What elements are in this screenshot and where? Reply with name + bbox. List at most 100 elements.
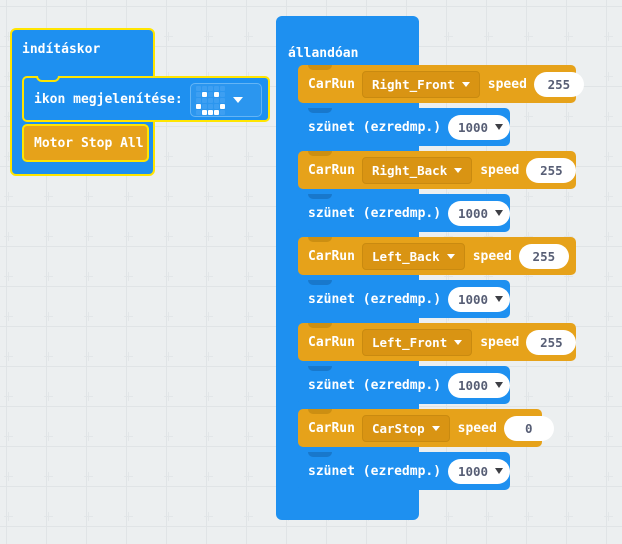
direction-dropdown[interactable]: Right_Front [361, 70, 480, 98]
chevron-down-icon[interactable] [495, 124, 504, 130]
motor-stop-all-block[interactable]: Motor Stop All [22, 124, 149, 162]
direction-dropdown[interactable]: CarStop [361, 414, 450, 442]
led-off [208, 97, 213, 103]
grid-cross-mark [604, 436, 613, 437]
pause-duration-dropdown[interactable]: 1000 [448, 458, 510, 484]
grid-cross-mark [604, 36, 613, 37]
led-matrix-field[interactable] [190, 83, 262, 117]
chevron-down-icon[interactable] [454, 167, 463, 173]
speed-input[interactable]: 255 [518, 243, 569, 269]
grid-cross-mark [128, 192, 129, 201]
grid-cross-mark [168, 232, 169, 241]
grid-cross-mark [8, 472, 9, 481]
grid-cross-mark [208, 512, 209, 521]
pause-block[interactable]: szünet (ezredmp.)1000 [298, 366, 510, 404]
led-off [214, 97, 219, 103]
chevron-down-icon[interactable] [431, 425, 440, 431]
grid-cross-mark [608, 352, 609, 361]
chevron-down-icon[interactable] [446, 253, 455, 259]
grid-cross-mark [448, 32, 449, 41]
grid-cross-mark [84, 356, 93, 357]
led-off [220, 97, 225, 103]
carrun-label: CarRun [308, 334, 355, 350]
grid-cross-mark [84, 196, 93, 197]
chevron-down-icon[interactable] [495, 382, 504, 388]
speed-input[interactable]: 255 [526, 329, 577, 355]
grid-cross-mark [568, 392, 569, 401]
grid-cross-mark [208, 352, 209, 361]
led-off [202, 97, 207, 103]
grid-cross-mark [124, 356, 133, 357]
grid-cross-mark [48, 472, 49, 481]
speed-input[interactable]: 255 [533, 71, 584, 97]
led-off [196, 91, 201, 97]
motor-stop-all-label: Motor Stop All [34, 135, 144, 151]
grid-cross-mark [444, 36, 453, 37]
grid-cross-mark [608, 272, 609, 281]
grid-cross-mark [124, 476, 133, 477]
led-on [214, 109, 219, 115]
led-off [196, 97, 201, 103]
grid-cross-mark [208, 312, 209, 321]
direction-dropdown[interactable]: Right_Back [361, 156, 473, 184]
grid-cross-mark [208, 432, 209, 441]
pause-duration-dropdown[interactable]: 1000 [448, 372, 510, 398]
direction-value: Right_Front [371, 76, 455, 92]
speed-input[interactable]: 0 [503, 415, 554, 441]
led-off [220, 85, 225, 91]
grid-cross-mark [168, 472, 169, 481]
grid-cross-mark [8, 312, 9, 321]
forever-label: állandóan [288, 46, 359, 61]
grid-cross-mark [168, 312, 169, 321]
pause-duration-dropdown[interactable]: 1000 [448, 114, 510, 140]
grid-cross-mark [608, 312, 609, 321]
pause-duration-value: 1000 [457, 119, 489, 135]
pause-duration-dropdown[interactable]: 1000 [448, 286, 510, 312]
direction-dropdown[interactable]: Left_Back [361, 242, 465, 270]
grid-cross-mark [608, 232, 609, 241]
led-on [202, 109, 207, 115]
grid-cross-mark [524, 116, 533, 117]
grid-cross-mark [8, 72, 9, 81]
pause-block[interactable]: szünet (ezredmp.)1000 [298, 452, 510, 490]
pause-block[interactable]: szünet (ezredmp.) 1000 [298, 194, 510, 232]
pause-block[interactable]: szünet (ezredmp.)1000 [298, 280, 510, 318]
pause-label: szünet (ezredmp.) [308, 205, 442, 221]
grid-cross-mark [524, 196, 533, 197]
chevron-down-icon[interactable] [454, 339, 463, 345]
chevron-down-icon[interactable] [461, 81, 470, 87]
grid-cross-mark [8, 512, 9, 521]
direction-dropdown[interactable]: Left_Front [361, 328, 473, 356]
grid-cross-mark [604, 116, 613, 117]
grid-cross-mark [48, 392, 49, 401]
grid-cross-mark [164, 276, 173, 277]
grid-cross-mark [208, 32, 209, 41]
grid-cross-mark [128, 432, 129, 441]
show-icon-block[interactable]: ikon megjelenítése: [22, 76, 270, 122]
chevron-down-icon[interactable] [233, 97, 243, 103]
speed-input[interactable]: 255 [526, 157, 577, 183]
chevron-down-icon[interactable] [495, 210, 504, 216]
grid-cross-mark [8, 232, 9, 241]
grid-cross-mark [564, 276, 573, 277]
grid-cross-mark [608, 432, 609, 441]
grid-cross-mark [604, 516, 613, 517]
grid-cross-mark [244, 156, 253, 157]
grid-cross-mark [564, 476, 573, 477]
pause-duration-dropdown[interactable]: 1000 [448, 200, 510, 226]
show-icon-label: ikon megjelenítése: [34, 91, 183, 107]
grid-cross-mark [248, 192, 249, 201]
grid-cross-mark [48, 352, 49, 361]
chevron-down-icon[interactable] [495, 296, 504, 302]
grid-cross-mark [448, 512, 449, 521]
chevron-down-icon[interactable] [495, 468, 504, 474]
pause-block[interactable]: szünet (ezredmp.)1000 [298, 108, 510, 146]
grid-cross-mark [244, 316, 253, 317]
led-off [220, 91, 225, 97]
